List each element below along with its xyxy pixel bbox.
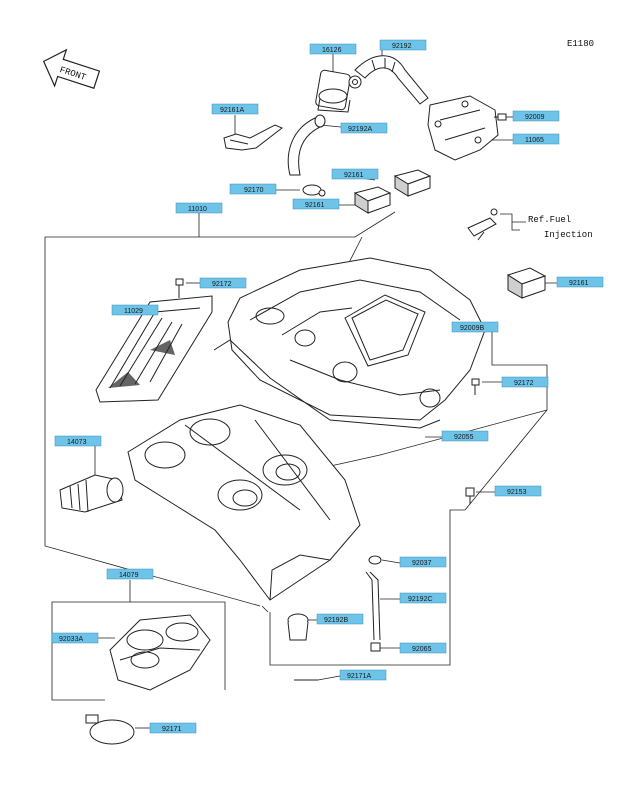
svg-text:92192A: 92192A: [348, 126, 372, 133]
svg-text:92192B: 92192B: [324, 617, 348, 624]
callout-92171: 92171: [149, 722, 197, 734]
callout-16126: 16126: [309, 43, 357, 55]
callout-92170: 92170: [229, 183, 277, 195]
front-arrow-icon: FRONT: [42, 48, 101, 89]
bolt-92009: [494, 113, 507, 121]
callout-92055: 92055: [441, 430, 489, 442]
lower-housing: [127, 404, 361, 601]
valve-part: [315, 69, 362, 113]
screw-92172-upper: [175, 278, 184, 298]
svg-text:92153: 92153: [507, 489, 527, 496]
callout-92161-a: 92161: [331, 168, 379, 180]
svg-text:92055: 92055: [454, 434, 474, 441]
callout-14073: 14073: [54, 435, 102, 447]
svg-text:92171A: 92171A: [347, 673, 371, 680]
callout-92065: 92065: [399, 642, 447, 654]
pad-92161-upper: [393, 169, 432, 197]
svg-text:92161: 92161: [344, 172, 364, 179]
callout-92161-c: 92161: [556, 276, 604, 288]
diagram-code: E1180: [567, 39, 594, 49]
svg-text:92170: 92170: [244, 187, 264, 194]
drain-parts: [365, 555, 382, 652]
callout-14079: 14079: [106, 568, 154, 580]
svg-text:92009B: 92009B: [460, 325, 484, 332]
pad-92161-lower: [353, 186, 392, 214]
svg-text:92009: 92009: [525, 114, 545, 121]
callout-92033a: 92033A: [51, 632, 99, 644]
callout-92172-a: 92172: [199, 277, 247, 289]
callout-92192: 92192: [379, 39, 427, 51]
ref-line2: Injection: [544, 230, 593, 240]
cover-11065: [427, 95, 499, 161]
svg-text:92171: 92171: [162, 726, 182, 733]
hose-92192a: [287, 114, 326, 176]
callout-92009b: 92009B: [451, 321, 499, 333]
svg-text:92192C: 92192C: [408, 596, 433, 603]
callouts: 16126 92192 92161A 92192A 92009 11065 92…: [51, 39, 604, 734]
callout-92161-b: 92161: [292, 198, 340, 210]
svg-text:11029: 11029: [124, 308, 143, 315]
callout-92153: 92153: [494, 485, 542, 497]
bolt-92153: [465, 487, 475, 504]
duct-14073: [59, 474, 124, 513]
svg-text:11065: 11065: [525, 137, 544, 144]
bracket-92161a: [223, 124, 283, 151]
svg-text:16126: 16126: [322, 47, 342, 54]
band-92171: [85, 714, 135, 745]
pad-92161-right: [506, 267, 547, 299]
clamp-92170: [302, 184, 326, 197]
callout-11065: 11065: [512, 133, 560, 145]
callout-92192c: 92192C: [399, 592, 447, 604]
screw-92172-lower: [471, 378, 480, 395]
svg-text:11010: 11010: [188, 206, 207, 213]
upper-housing-11010: [213, 257, 486, 429]
intake-14079: [109, 614, 211, 691]
ref-bracket: [500, 213, 526, 231]
callout-92192b: 92192B: [316, 613, 364, 625]
svg-text:92033A: 92033A: [59, 636, 83, 643]
callout-92172-b: 92172: [501, 376, 549, 388]
svg-text:92192: 92192: [392, 43, 412, 50]
svg-text:92037: 92037: [412, 560, 432, 567]
svg-text:92065: 92065: [412, 646, 432, 653]
callout-92037: 92037: [399, 556, 447, 568]
ref-line1: Ref.Fuel: [528, 215, 571, 225]
svg-text:14079: 14079: [119, 572, 139, 579]
sensor-part: [467, 208, 498, 241]
callout-92171a: 92171A: [339, 669, 387, 681]
svg-text:14073: 14073: [67, 439, 87, 446]
svg-text:92161: 92161: [305, 202, 325, 209]
callout-11010: 11010: [175, 202, 223, 214]
callout-92009: 92009: [512, 110, 560, 122]
svg-text:92172: 92172: [212, 281, 232, 288]
drain-plug: [287, 613, 318, 681]
svg-text:92161A: 92161A: [220, 107, 244, 114]
callout-92161a: 92161A: [211, 103, 259, 115]
svg-text:92161: 92161: [569, 280, 589, 287]
callout-11029: 11029: [111, 304, 159, 316]
svg-text:92172: 92172: [514, 380, 534, 387]
hose-92192: [354, 55, 429, 105]
callout-92192a: 92192A: [340, 122, 388, 134]
